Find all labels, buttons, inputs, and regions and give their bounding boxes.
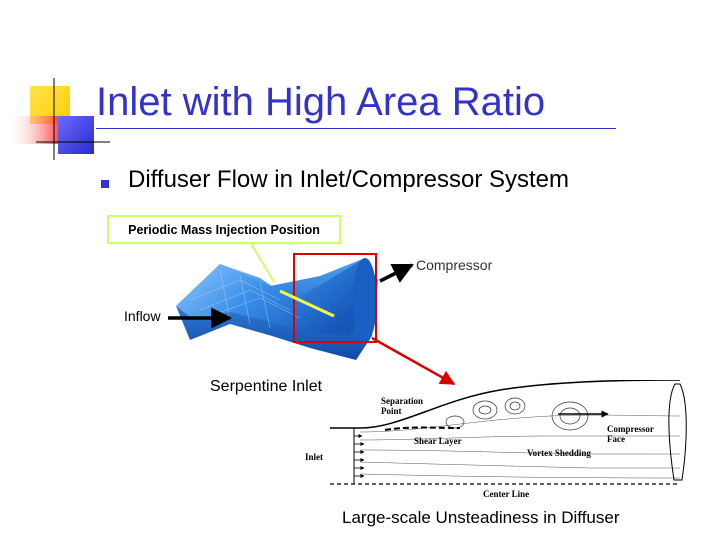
inflow-label: Inflow xyxy=(124,308,161,324)
separation-point-label: Separation Point xyxy=(381,396,424,416)
center-line-label: Center Line xyxy=(483,489,530,499)
diffuser-flow-sketch xyxy=(330,380,687,485)
inlet-surface-mesh xyxy=(189,269,301,329)
serpentine-inlet-illustration xyxy=(176,258,378,360)
logo-red-bar xyxy=(10,116,58,144)
injection-callout: Periodic Mass Injection Position xyxy=(107,215,341,244)
compressor-label: Compressor xyxy=(416,257,493,273)
inlet-label: Inlet xyxy=(305,452,323,462)
compressor-face-shape xyxy=(668,383,687,481)
vortex-shedding-label: Vortex Shedding xyxy=(527,448,591,458)
title-underline xyxy=(96,128,616,129)
logo-blue-square xyxy=(58,116,94,154)
compressor-face-label: Compressor Face xyxy=(607,424,654,444)
inlet-profile-arrows xyxy=(354,434,365,478)
bullet-text: Diffuser Flow in Inlet/Compressor System xyxy=(128,166,570,193)
injection-line xyxy=(279,289,335,318)
compressor-face-opening xyxy=(353,258,377,342)
diffuser-caption: Large-scale Unsteadiness in Diffuser xyxy=(342,508,620,527)
shear-layer-line xyxy=(384,426,461,431)
streamlines xyxy=(359,414,681,479)
slide-title: Inlet with High Area Ratio xyxy=(96,80,546,124)
serpentine-inlet-label: Serpentine Inlet xyxy=(210,378,323,395)
bullet-marker xyxy=(101,180,109,188)
logo-graphic xyxy=(10,78,110,160)
zoom-arrow xyxy=(371,336,456,386)
shear-layer-label: Shear Layer xyxy=(414,436,462,446)
vortices xyxy=(445,397,589,431)
compressor-arrow xyxy=(379,263,414,283)
highlight-box xyxy=(293,253,377,343)
diffuser-upper-wall xyxy=(330,380,681,429)
callout-leader xyxy=(249,241,275,283)
